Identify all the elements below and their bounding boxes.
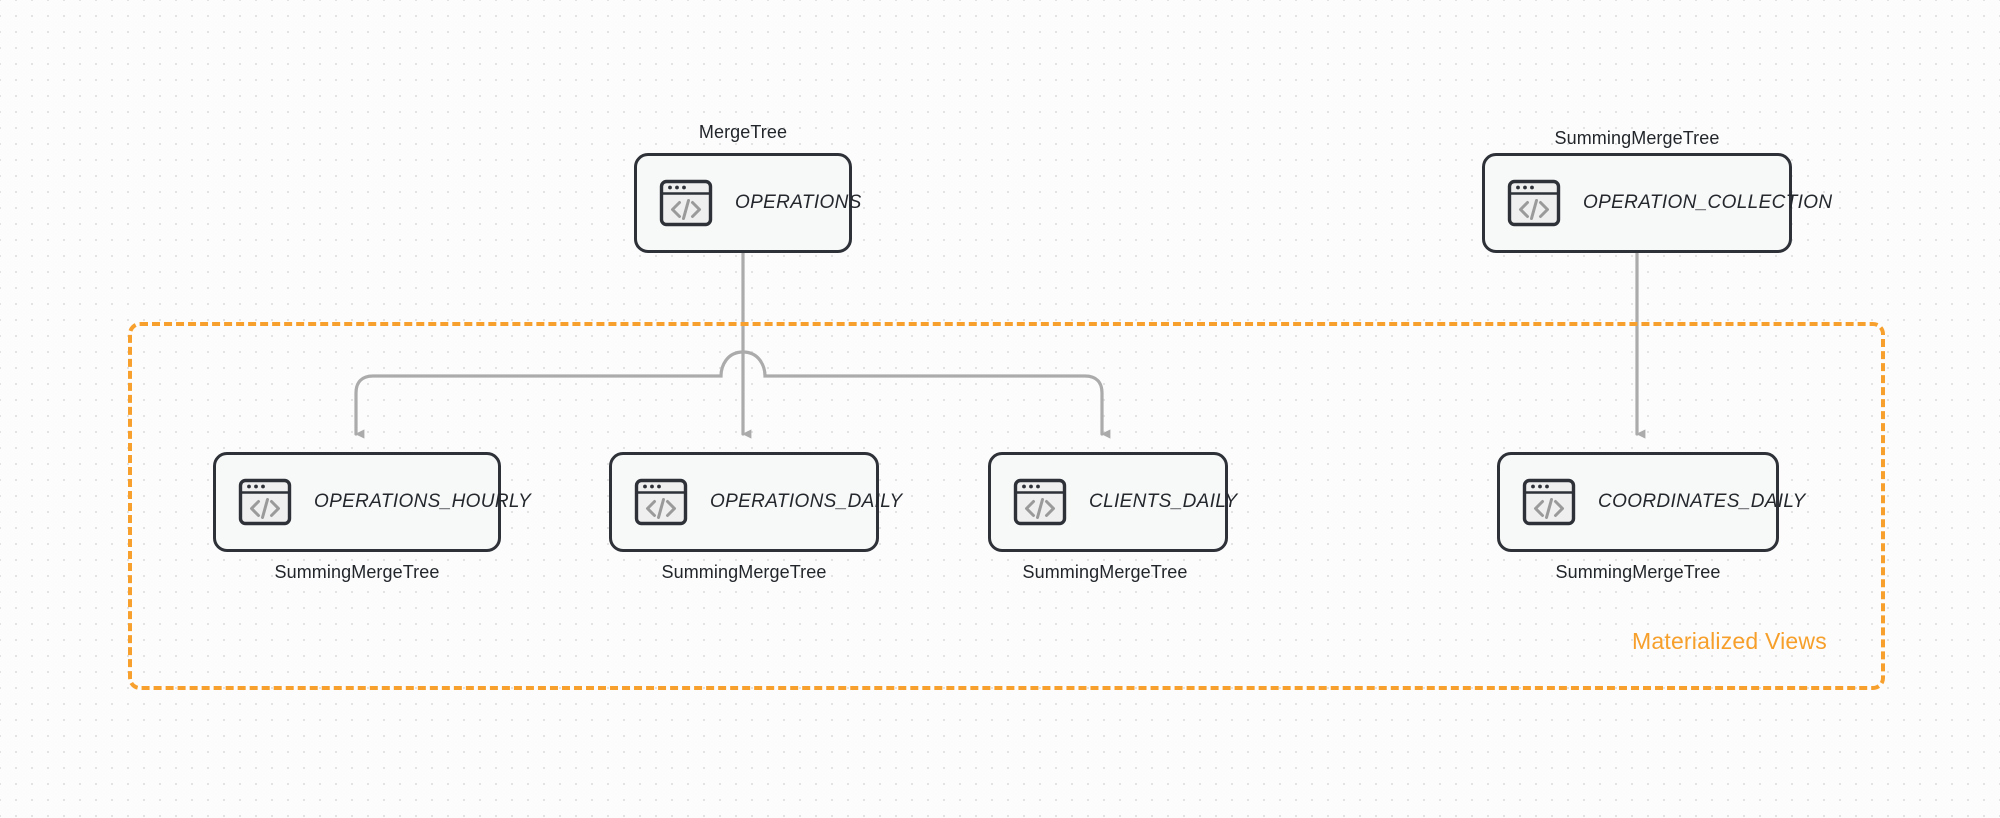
engine-label-operation-collection: SummingMergeTree	[1554, 128, 1720, 148]
node-title: OPERATIONS_DAILY	[710, 491, 903, 512]
engine-label-coordinates-daily: SummingMergeTree	[1555, 562, 1721, 582]
materialized-views-group	[128, 322, 1885, 690]
node-operations-daily[interactable]: OPERATIONS_DAILY	[609, 452, 902, 552]
engine-label-operations-hourly: SummingMergeTree	[274, 562, 440, 582]
node-title: OPERATIONS	[735, 192, 862, 213]
node-title: OPERATIONS_HOURLY	[314, 491, 532, 512]
node-title: COORDINATES_DAILY	[1598, 491, 1806, 512]
node-coordinates-daily[interactable]: COORDINATES_DAILY	[1497, 452, 1805, 552]
node-clients-daily[interactable]: CLIENTS_DAILY	[988, 452, 1237, 552]
node-title: OPERATION_COLLECTION	[1583, 192, 1833, 213]
code-window-icon	[659, 179, 713, 227]
materialized-views-label: Materialized Views	[1632, 628, 1827, 654]
engine-label-operations: MergeTree	[698, 122, 788, 142]
code-window-icon	[1522, 478, 1576, 526]
node-operation-collection[interactable]: OPERATION_COLLECTION	[1482, 153, 1832, 253]
engine-label-clients-daily: SummingMergeTree	[1022, 562, 1188, 582]
node-title: CLIENTS_DAILY	[1089, 491, 1238, 512]
node-operations-hourly[interactable]: OPERATIONS_HOURLY	[213, 452, 531, 552]
code-window-icon	[238, 478, 292, 526]
code-window-icon	[1507, 179, 1561, 227]
code-window-icon	[1013, 478, 1067, 526]
code-window-icon	[634, 478, 688, 526]
engine-label-operations-daily: SummingMergeTree	[661, 562, 827, 582]
node-operations[interactable]: OPERATIONS	[634, 153, 861, 253]
